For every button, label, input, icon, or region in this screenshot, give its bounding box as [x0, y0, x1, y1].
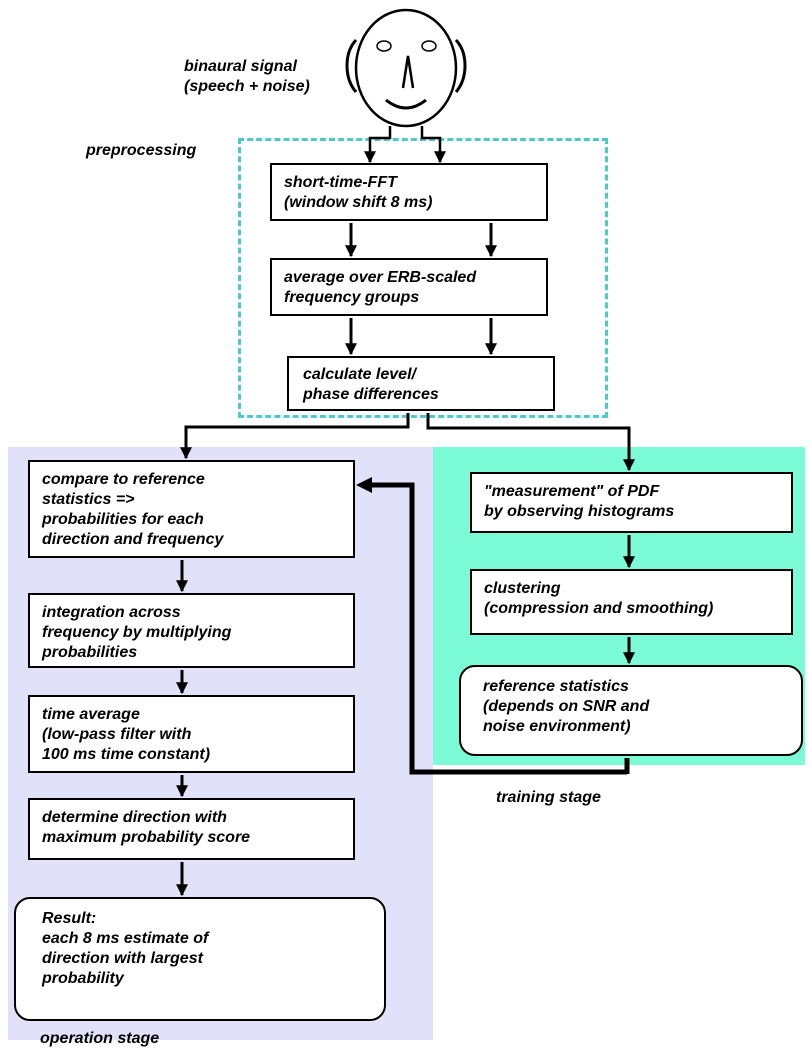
operation-stage-label: operation stage	[40, 1030, 160, 1047]
fft-box: short-time-FFT (window shift 8 ms)	[270, 163, 548, 221]
clustering-text: clustering (compression and smoothing)	[484, 580, 714, 617]
preprocessing-frame	[238, 138, 608, 418]
level-phase-box: calculate level/ phase differences	[287, 356, 555, 411]
measurement-box: "measurement" of PDF by observing histog…	[470, 472, 793, 533]
erb-box: average over ERB-scaled frequency groups	[270, 258, 548, 316]
reference-statistics-box: reference statistics (depends on SNR and…	[459, 665, 803, 756]
time-average-text: time average (low-pass filter with 100 m…	[42, 706, 211, 763]
measurement-text: "measurement" of PDF by observing histog…	[484, 483, 675, 520]
compare-text: compare to reference statistics => proba…	[42, 471, 224, 548]
binaural-signal-label: binaural signal (speech + noise)	[184, 58, 310, 95]
determine-box: determine direction with maximum probabi…	[28, 798, 355, 860]
level-phase-text: calculate level/ phase differences	[303, 366, 439, 403]
integration-text: integration across frequency by multiply…	[42, 604, 232, 661]
compare-box: compare to reference statistics => proba…	[28, 460, 355, 558]
fft-text: short-time-FFT (window shift 8 ms)	[284, 174, 433, 211]
erb-text: average over ERB-scaled frequency groups	[284, 269, 477, 306]
reference-statistics-text: reference statistics (depends on SNR and…	[483, 678, 650, 735]
clustering-box: clustering (compression and smoothing)	[470, 569, 793, 635]
determine-text: determine direction with maximum probabi…	[42, 809, 251, 846]
integration-box: integration across frequency by multiply…	[28, 593, 355, 668]
result-text: Result: each 8 ms estimate of direction …	[42, 910, 209, 987]
time-average-box: time average (low-pass filter with 100 m…	[28, 695, 355, 773]
result-box: Result: each 8 ms estimate of direction …	[14, 897, 386, 1021]
head-icon	[345, 8, 467, 154]
training-stage-label: training stage	[496, 789, 601, 806]
preprocessing-label: preprocessing	[86, 142, 197, 159]
